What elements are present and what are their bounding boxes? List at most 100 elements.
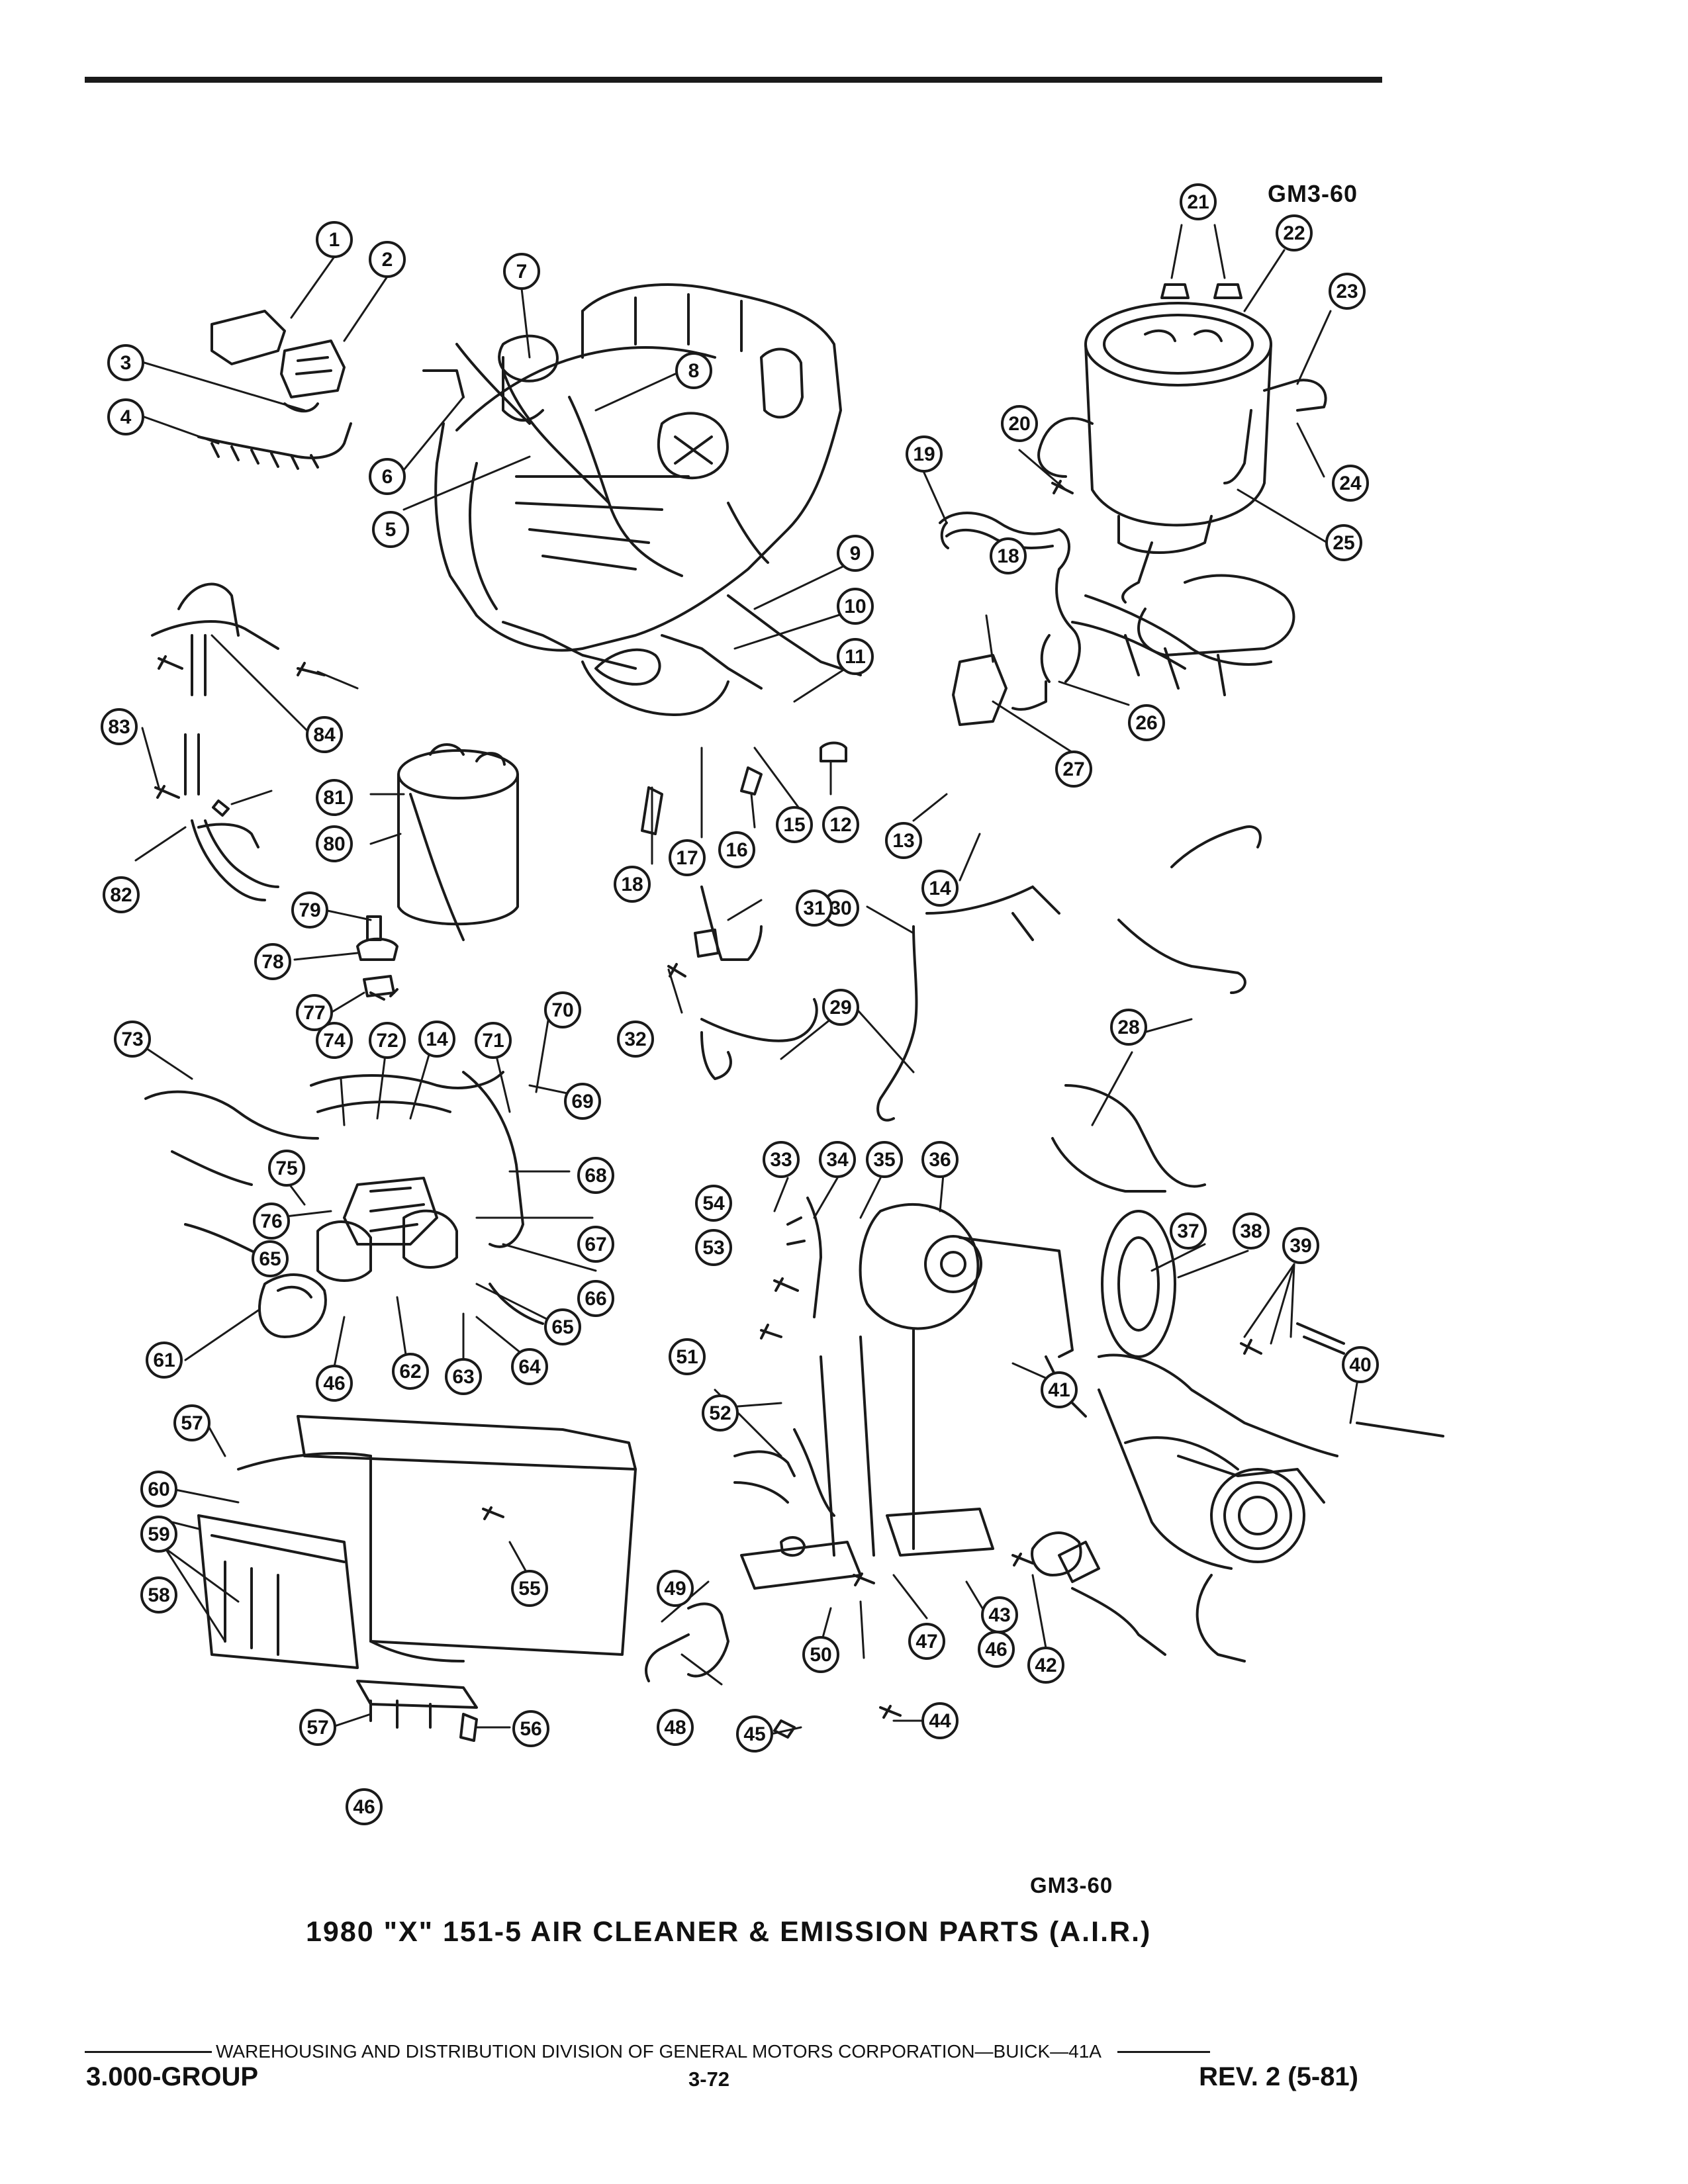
callout-number: 71: [482, 1030, 504, 1052]
callout-number: 61: [153, 1349, 175, 1371]
callout-46: 46: [316, 1365, 353, 1402]
callout-circle: [695, 1185, 732, 1222]
callout-38: 38: [1233, 1212, 1270, 1250]
callout-number: 23: [1336, 281, 1358, 302]
callout-number: 65: [259, 1248, 281, 1270]
callout-number: 38: [1240, 1220, 1262, 1242]
callout-number: 19: [913, 443, 935, 465]
callout-circle: [299, 1709, 336, 1746]
callout-number: 16: [726, 839, 747, 861]
callout-33: 33: [763, 1141, 800, 1178]
callout-number: 62: [399, 1361, 421, 1383]
callout-circle: [101, 708, 138, 745]
callout-73: 73: [114, 1021, 151, 1058]
callout-number: 81: [323, 787, 345, 809]
callout-circle: [1001, 405, 1038, 442]
callout-circle: [1329, 273, 1366, 310]
callout-number: 57: [306, 1717, 328, 1739]
callout-16: 16: [718, 831, 755, 868]
callout-65: 65: [252, 1240, 289, 1277]
callout-circle: [822, 806, 859, 843]
callout-68: 68: [577, 1157, 614, 1194]
hose-assembly-left: [151, 582, 279, 901]
callout-29: 29: [822, 989, 859, 1026]
callout-circle: [1128, 704, 1165, 741]
callout-circle: [306, 716, 343, 753]
callout-69: 69: [564, 1083, 601, 1120]
callout-number: 73: [121, 1028, 143, 1050]
callout-77: 77: [296, 994, 333, 1031]
callout-circle: [316, 1022, 353, 1059]
callout-circle: [512, 1710, 549, 1747]
callout-number: 18: [997, 545, 1019, 567]
engine-assembly-drawing: [422, 283, 862, 716]
callout-circle: [1332, 465, 1369, 502]
callout-circle: [252, 1240, 289, 1277]
callout-71: 71: [475, 1022, 512, 1059]
callout-32: 32: [617, 1021, 654, 1058]
callout-25: 25: [1325, 524, 1362, 561]
callout-circle: [675, 352, 712, 389]
callout-28: 28: [1110, 1009, 1147, 1046]
callout-41: 41: [1041, 1371, 1078, 1408]
callout-5: 5: [372, 511, 409, 548]
callout-56: 56: [512, 1710, 549, 1747]
callout-24: 24: [1332, 465, 1369, 502]
top-rule: [85, 77, 1382, 83]
callout-number: 9: [850, 543, 861, 565]
callout-number: 14: [929, 878, 951, 899]
callout-9: 9: [837, 535, 874, 572]
callout-circle: [511, 1570, 548, 1607]
callout-48: 48: [657, 1709, 694, 1746]
callout-82: 82: [103, 876, 140, 913]
callout-number: 83: [108, 716, 130, 738]
callout-number: 64: [518, 1356, 541, 1378]
air-valve-assembly: [144, 1071, 544, 1338]
callout-circle: [1233, 1212, 1270, 1250]
callout-circle: [978, 1631, 1015, 1668]
callout-number: 76: [260, 1210, 282, 1232]
callout-37: 37: [1170, 1212, 1207, 1250]
callout-circle: [140, 1516, 177, 1553]
callout-number: 10: [844, 596, 866, 617]
callout-number: 24: [1339, 473, 1362, 494]
callout-number: 60: [148, 1479, 169, 1500]
callout-number: 5: [385, 519, 397, 541]
callout-circle: [577, 1280, 614, 1317]
callout-number: 11: [845, 646, 866, 668]
callout-53: 53: [695, 1229, 732, 1266]
callout-number: 15: [783, 814, 805, 836]
callout-circle: [921, 870, 959, 907]
callout-84: 84: [306, 716, 343, 753]
callout-8: 8: [675, 352, 712, 389]
callout-number: 39: [1289, 1235, 1311, 1257]
callout-number: 21: [1187, 191, 1209, 213]
callout-70: 70: [544, 991, 581, 1028]
callout-number: 41: [1048, 1379, 1070, 1401]
callout-39: 39: [1282, 1227, 1319, 1264]
callout-circle: [990, 537, 1027, 574]
callout-number: 34: [826, 1149, 849, 1171]
clamp-77-78: [356, 915, 399, 997]
callout-circle: [1027, 1647, 1064, 1684]
callout-46: 46: [346, 1788, 383, 1825]
callout-number: 22: [1283, 222, 1305, 244]
footer-rule-left: [85, 2050, 212, 2053]
callout-circle: [418, 1021, 455, 1058]
callout-circle: [702, 1394, 739, 1432]
figure-code-bottom: GM3-60: [1030, 1873, 1113, 1897]
callout-number: 72: [376, 1030, 398, 1052]
callout-number: 53: [702, 1237, 724, 1259]
callout-43: 43: [981, 1596, 1018, 1633]
callout-number: 59: [148, 1524, 169, 1545]
callout-6: 6: [369, 458, 406, 495]
callout-circle: [802, 1636, 839, 1673]
callout-55: 55: [511, 1570, 548, 1607]
callout-number: 28: [1117, 1017, 1139, 1038]
callout-49: 49: [657, 1570, 694, 1607]
callout-number: 79: [299, 899, 320, 921]
callout-circle: [657, 1709, 694, 1746]
callout-circle: [253, 1203, 290, 1240]
callout-number: 18: [621, 874, 643, 895]
callout-number: 7: [516, 261, 528, 283]
